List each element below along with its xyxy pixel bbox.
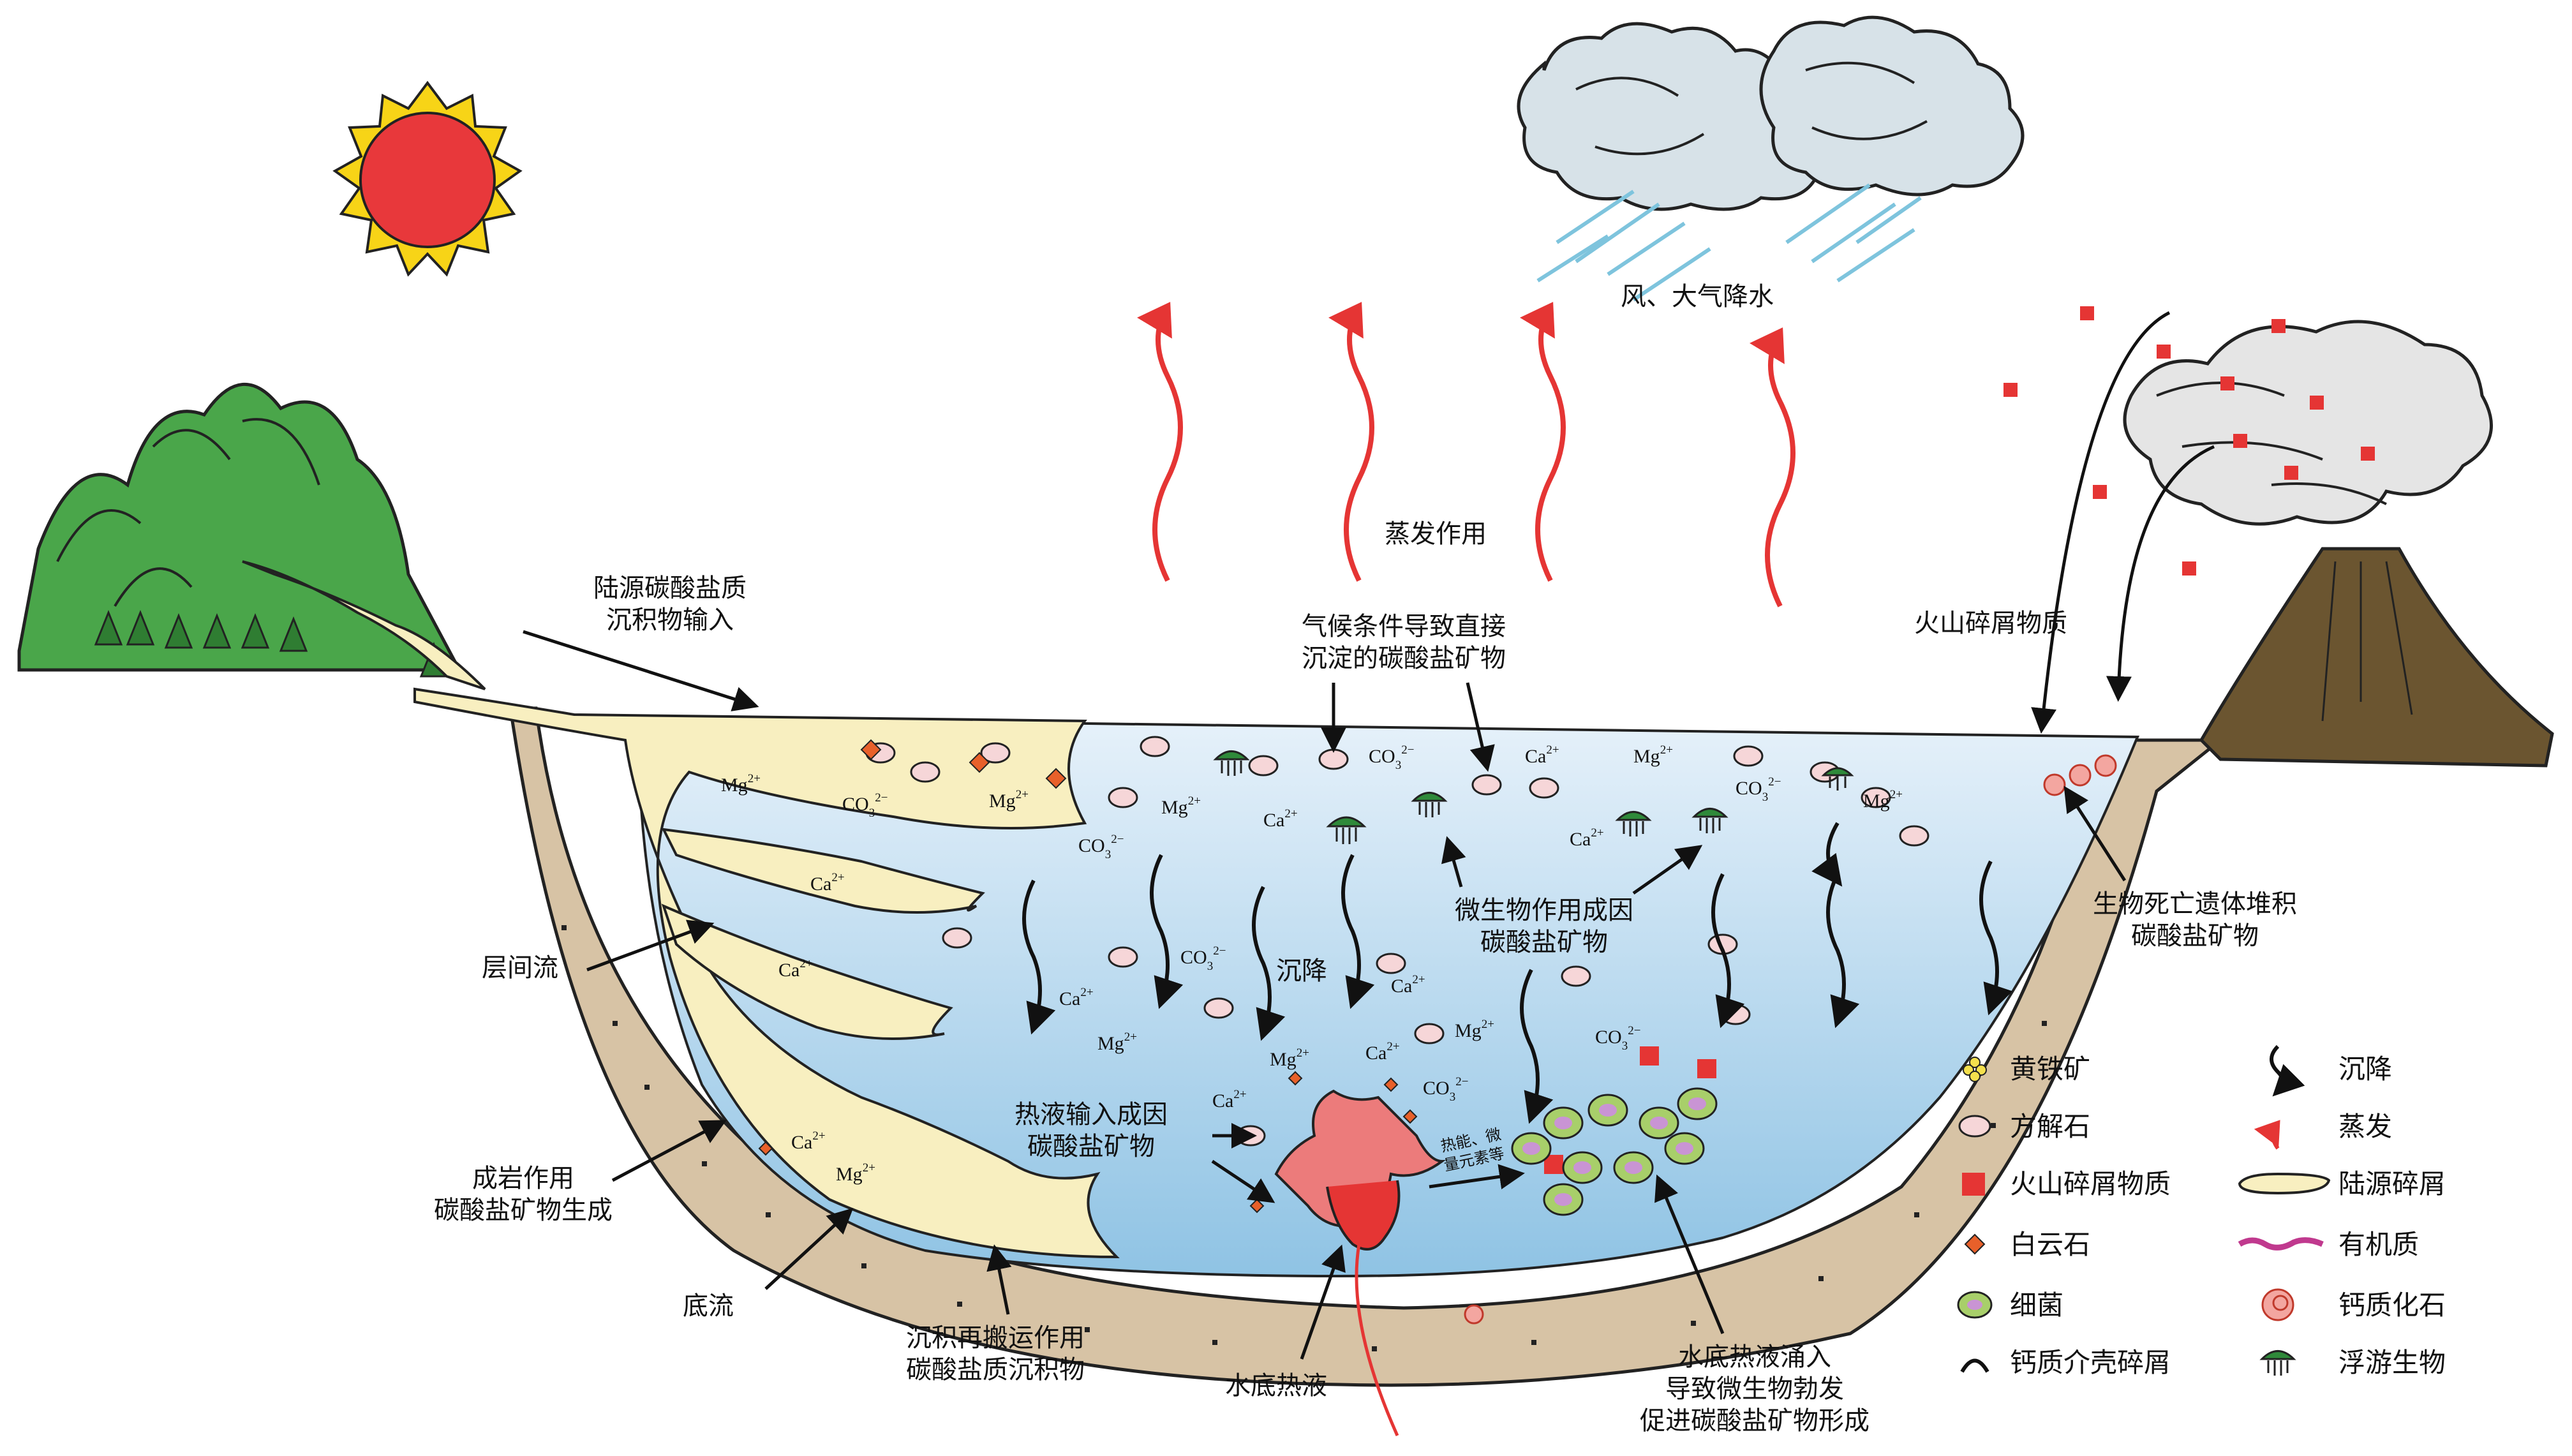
svg-text:Mg2+: Mg2+ <box>836 1161 875 1185</box>
terrigenous-river <box>242 560 486 690</box>
legend-dolomite-label: 白云石 <box>2010 1229 2090 1260</box>
upwelling-label-2: 导致微生物勃发 <box>1665 1374 1844 1404</box>
microbial-label-2: 碳酸盐矿物 <box>1480 928 1608 957</box>
microbial-label: 微生物作用成因 <box>1455 896 1633 925</box>
volcano-icon <box>2123 320 2554 768</box>
svg-text:Mg2+: Mg2+ <box>1270 1046 1309 1070</box>
legend-volcanic-label: 火山碎屑物质 <box>2010 1168 2171 1200</box>
bio-remains-label: 生物死亡遗体堆积 <box>2093 889 2297 919</box>
svg-text:CO32−: CO32− <box>1423 1075 1468 1104</box>
legend-evap-icon <box>2254 1120 2280 1150</box>
legend-settle-icon <box>2270 1044 2305 1097</box>
bacteria-cluster <box>1511 1087 1718 1216</box>
diagenesis-label-2: 碳酸盐矿物生成 <box>434 1196 613 1225</box>
legend-pyrite-label: 黄铁矿 <box>2010 1053 2090 1085</box>
bottom-current-label: 底流 <box>683 1291 734 1321</box>
svg-text:Mg2+: Mg2+ <box>1097 1030 1137 1054</box>
legend-bacteria-icon <box>1957 1291 1993 1319</box>
rework-label: 沉积再搬运作用 <box>906 1323 1085 1353</box>
svg-text:Ca2+: Ca2+ <box>778 957 813 981</box>
legend-dolomite-icon <box>1964 1233 1986 1255</box>
plankton-group <box>1213 750 1854 844</box>
rain-cloud-icon <box>1517 15 2025 302</box>
svg-text:Mg2+: Mg2+ <box>1161 794 1201 818</box>
terrigenous-input-label: 陆源碳酸盐质 <box>593 574 747 603</box>
svg-text:Mg2+: Mg2+ <box>721 772 761 796</box>
legend-calcite-label: 方解石 <box>2010 1111 2090 1142</box>
legend-terrigenous-label: 陆源碎屑 <box>2338 1168 2446 1200</box>
legend-fossil-icon <box>2261 1288 2294 1321</box>
svg-text:Ca2+: Ca2+ <box>1570 826 1604 850</box>
terrigenous-input-label-2: 沉积物输入 <box>606 605 734 635</box>
legend-volcanic-icon <box>1962 1173 1985 1196</box>
settling-label: 沉降 <box>1276 956 1327 986</box>
rework-label-2: 碳酸盐质沉积物 <box>906 1355 1085 1385</box>
climate-label-2: 沉淀的碳酸盐矿物 <box>1302 644 1506 673</box>
svg-text:Mg2+: Mg2+ <box>1863 788 1903 812</box>
svg-text:CO32−: CO32− <box>1369 743 1414 772</box>
bacteria-cores <box>1522 1097 1706 1206</box>
svg-text:Mg2+: Mg2+ <box>1633 743 1673 767</box>
legend-calcite-icon <box>1958 1115 1991 1138</box>
legend-settle-label: 沉降 <box>2338 1053 2392 1085</box>
upwelling-label-3: 促进碳酸盐矿物形成 <box>1640 1406 1870 1436</box>
svg-text:Ca2+: Ca2+ <box>1391 973 1425 997</box>
hydrothermal-input-label-2: 碳酸盐矿物 <box>1027 1132 1155 1161</box>
svg-text:Ca2+: Ca2+ <box>1212 1088 1247 1111</box>
annotation-arrows <box>523 311 2215 1360</box>
svg-text:CO32−: CO32− <box>1078 833 1124 861</box>
svg-text:Ca2+: Ca2+ <box>791 1129 826 1153</box>
legend-shell-label: 钙质介壳碎屑 <box>2010 1347 2171 1378</box>
diagenesis-label: 成岩作用 <box>472 1164 574 1193</box>
svg-text:Ca2+: Ca2+ <box>1365 1040 1400 1064</box>
legend: 黄铁矿 沉降 方解石 蒸发 火山碎屑物质 陆源碎屑 白云石 有机质 细菌 钙质化… <box>1957 1044 2446 1378</box>
legend-terrigenous-icon <box>2238 1172 2331 1195</box>
upwelling-label: 水底热液涌入 <box>1678 1342 1831 1372</box>
interlayer-flow-label: 层间流 <box>482 953 558 983</box>
dolomite-crystals <box>758 739 1418 1214</box>
svg-text:Mg2+: Mg2+ <box>989 788 1029 812</box>
bedrock-dots <box>561 925 2047 1351</box>
legend-shell-icon <box>1960 1358 1989 1373</box>
svg-text:CO32−: CO32− <box>1180 944 1226 973</box>
bio-remains-label-2: 碳酸盐矿物 <box>2131 921 2259 951</box>
lake-water <box>636 716 2139 1278</box>
legend-evap-label: 蒸发 <box>2338 1111 2392 1142</box>
settling-arrows <box>1022 822 2013 1124</box>
svg-text:Mg2+: Mg2+ <box>1455 1018 1494 1041</box>
legend-plankton-icon <box>2259 1350 2296 1376</box>
climate-label: 气候条件导致直接 <box>1302 612 1506 641</box>
hydrothermal-vent-icon <box>1274 1089 1446 1437</box>
svg-text:Ca2+: Ca2+ <box>1059 986 1094 1009</box>
svg-text:CO32−: CO32− <box>1736 775 1781 804</box>
evaporation-label: 蒸发作用 <box>1385 519 1487 549</box>
hydrothermal-input-label: 热液输入成因 <box>1015 1100 1168 1129</box>
svg-text:CO32−: CO32− <box>842 791 888 820</box>
evaporation-arrows <box>1136 302 1795 607</box>
legend-organic-icon <box>2238 1237 2324 1251</box>
legend-bacteria-label: 细菌 <box>2010 1289 2063 1321</box>
volcanic-label: 火山碎屑物质 <box>1914 609 2067 638</box>
svg-text:Ca2+: Ca2+ <box>810 871 845 895</box>
fossil-spirals <box>1464 754 2117 1325</box>
wind-rain-label: 风、大气降水 <box>1621 282 1774 311</box>
bottom-hydrothermal-label: 水底热液 <box>1225 1371 1327 1400</box>
svg-text:Ca2+: Ca2+ <box>1525 743 1559 767</box>
legend-plankton-label: 浮游生物 <box>2338 1347 2446 1378</box>
legend-pyrite-icon <box>1963 1057 1987 1082</box>
legend-organic-label: 有机质 <box>2338 1229 2419 1260</box>
ions: Mg2+ CO32− Mg2+ Ca2+ Ca2+ Ca2+ Mg2+ Mg2+… <box>721 743 1903 1185</box>
terrigenous-sediment <box>413 687 1120 1259</box>
svg-text:CO32−: CO32− <box>1595 1024 1640 1053</box>
svg-text:Ca2+: Ca2+ <box>1263 807 1298 831</box>
sun-icon <box>332 80 523 277</box>
volcanic-clasts <box>1544 306 2375 1174</box>
legend-fossil-label: 钙质化石 <box>2338 1289 2446 1321</box>
